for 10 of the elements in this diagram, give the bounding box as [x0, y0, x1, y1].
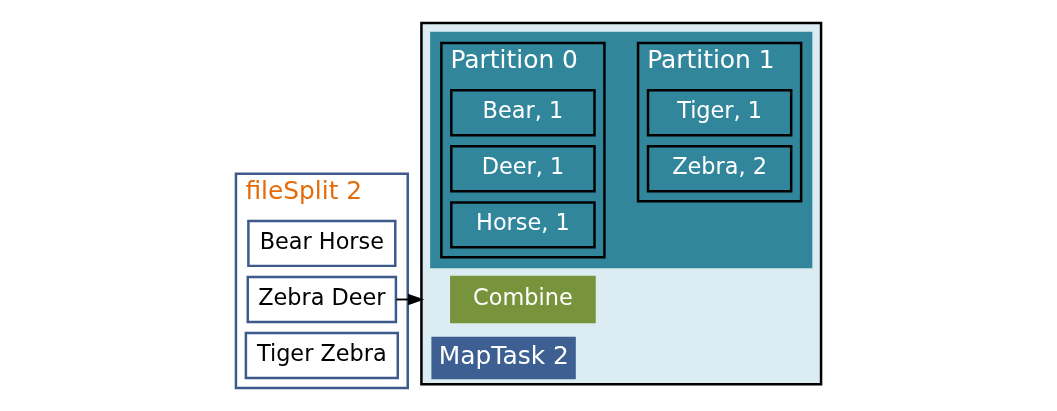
node-box: Zebra, 2 — [646, 145, 793, 193]
node-box: Deer, 1 — [450, 145, 596, 193]
node-box: Horse, 1 — [450, 201, 596, 249]
node-box: Combine — [450, 275, 596, 324]
node-box: Zebra Deer — [246, 275, 398, 324]
node-box: Bear, 1 — [450, 89, 596, 137]
node-box: Tiger Zebra — [244, 331, 400, 380]
node-box: Tiger, 1 — [646, 89, 793, 137]
node-box: Bear Horse — [247, 219, 397, 268]
cluster — [430, 31, 813, 269]
